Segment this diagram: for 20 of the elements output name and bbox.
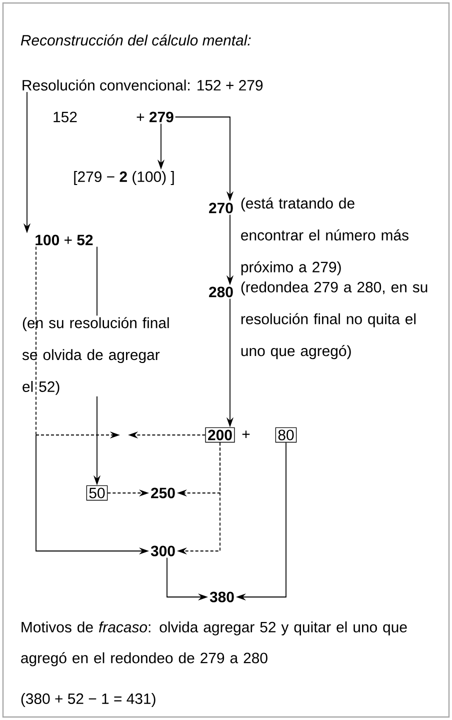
- number-text: 152: [54, 112, 77, 122]
- comment-text: (redondea 279 a 280, en su resolución final no quita el uno que agregó): [241, 281, 428, 360]
- plus-sign: +: [242, 430, 250, 438]
- boxed-number: 50: [86, 485, 108, 501]
- title: Reconstrucción del cálculo mental:: [20, 34, 251, 46]
- boxed-number: 80: [275, 427, 297, 443]
- note-text: (en su resolución final se olvida de agregar el 52): [22, 317, 169, 395]
- number-text: 380: [210, 592, 234, 602]
- heading-text: Resolución convencional: 152 + 279: [22, 79, 263, 91]
- expression-text: 100 + 52: [36, 234, 93, 246]
- number-text: 250: [151, 488, 175, 498]
- expression-text: [279 − 2 (100) ]: [74, 171, 174, 185]
- equation-text: (380 + 52 − 1 = 431): [21, 693, 156, 707]
- number-text: 270: [209, 202, 233, 214]
- number-text: 280: [209, 286, 233, 298]
- expression-text: + 279: [136, 112, 174, 122]
- comment-text: (está tratando de encontrar el número más próximo a 279): [241, 197, 408, 276]
- explanation-text: Motivos de fracaso: olvida agregar 52 y quitar el uno que agregó en el redondeo de 279 a 280: [21, 621, 407, 666]
- number-text: 300: [150, 546, 175, 556]
- boxed-number: 200: [205, 427, 235, 443]
